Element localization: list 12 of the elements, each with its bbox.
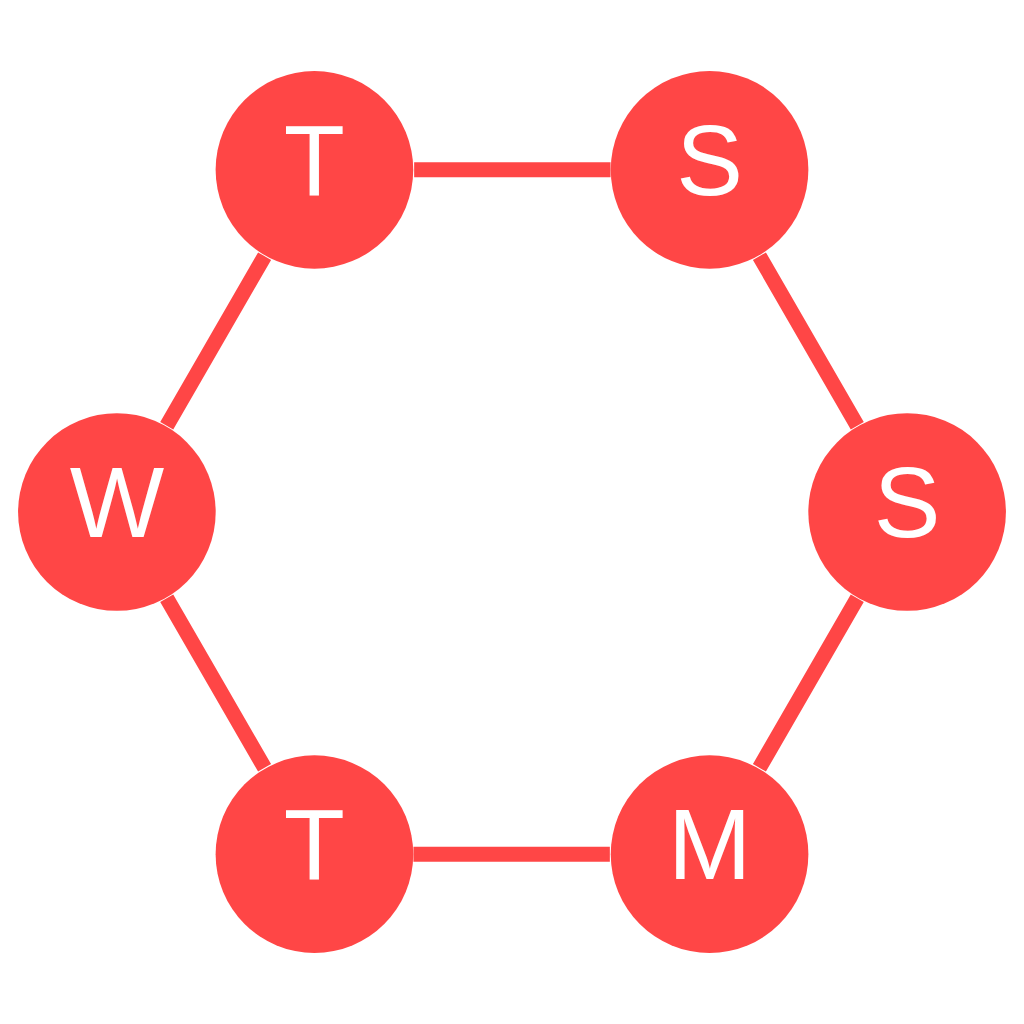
connector — [752, 252, 864, 430]
connector — [160, 594, 272, 772]
node-circle: W — [18, 413, 216, 611]
node-circle: S — [610, 71, 809, 269]
connector — [414, 162, 611, 178]
node-circle: S — [808, 413, 1006, 611]
connector — [413, 846, 610, 862]
connector — [160, 252, 272, 430]
node-circle: M — [610, 755, 809, 953]
node-circle: T — [215, 71, 414, 269]
connector — [752, 594, 864, 772]
node-circle: T — [215, 755, 414, 953]
